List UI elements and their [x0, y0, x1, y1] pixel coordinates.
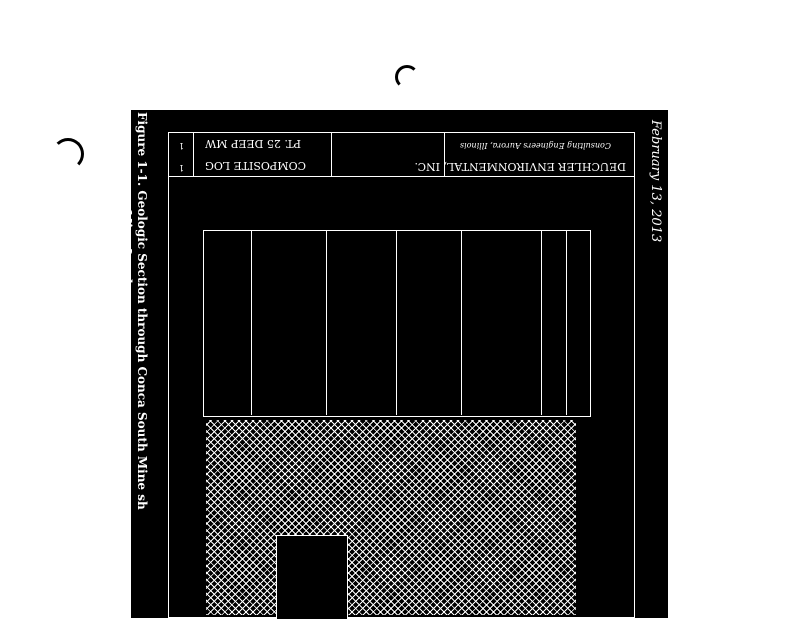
log-header	[203, 230, 591, 417]
sheet-of: 1	[178, 163, 184, 172]
company-subtitle: Consulting Engineers Aurora, Illinois	[460, 141, 611, 150]
punch-hole-top	[395, 65, 419, 89]
log-title: COMPOSITE LOG	[205, 159, 306, 172]
date-stamp: February 13, 2013	[648, 120, 663, 243]
company-name: DEUCHLER ENVIRONMENTAL, INC.	[414, 160, 627, 173]
well-name: PT. 25 DEEP MW	[205, 137, 301, 150]
column-divider	[326, 230, 327, 415]
info-box	[331, 132, 445, 177]
column-divider	[251, 230, 252, 415]
lithology-hatching	[206, 420, 576, 615]
column-divider	[396, 230, 397, 415]
legend-block	[276, 535, 348, 620]
column-divider	[541, 230, 542, 415]
column-divider	[461, 230, 462, 415]
sheet-box	[168, 132, 194, 177]
figure-caption: Figure 1-1. Geologic Section through Con…	[135, 112, 149, 510]
punch-hole-left	[52, 138, 84, 170]
column-divider	[566, 230, 567, 415]
sheet-number: 1	[178, 141, 184, 150]
figure-caption-line2: Mine Levels	[120, 210, 134, 291]
composite-log-sheet: February 13, 2013 Figure 1-1. Geologic S…	[120, 110, 668, 620]
